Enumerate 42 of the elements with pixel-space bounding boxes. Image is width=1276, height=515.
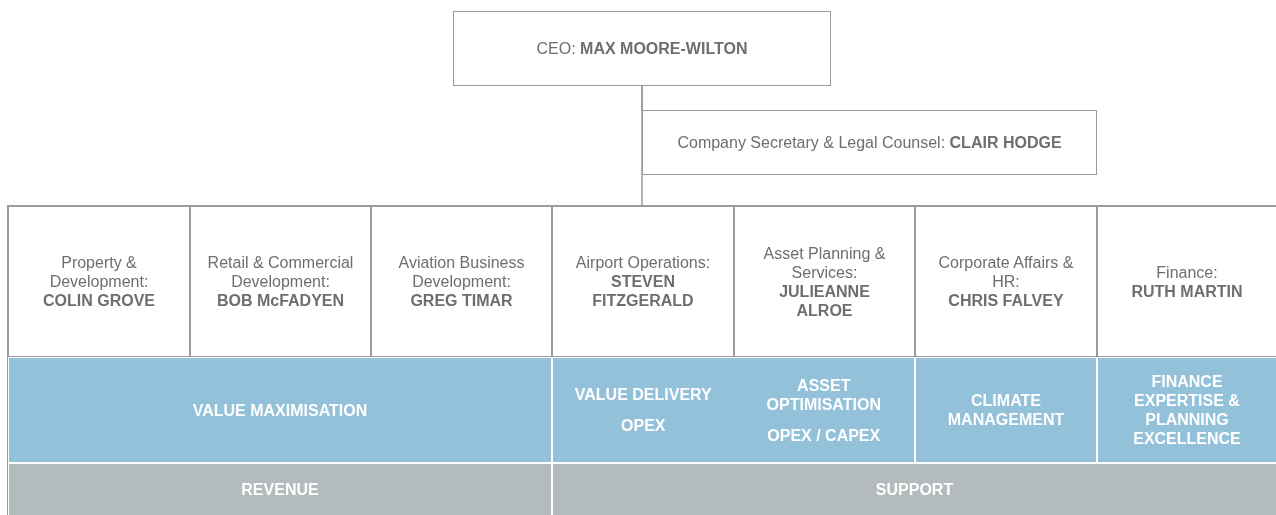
org-table-frame (7, 205, 1276, 515)
org-box (1097, 206, 1276, 357)
person-name: GREG TIMAR (409, 291, 514, 310)
person-name: JULIEANNE ALROE (778, 281, 871, 320)
person-name: COLIN GROVE (42, 291, 156, 310)
role-title: CEO: MAX MOORE-WILTON (535, 39, 749, 58)
band-label: ASSET OPTIMISATION (765, 375, 882, 414)
band-label: FINANCE EXPERTISE & PLANNING EXCELLENCE (1132, 372, 1242, 448)
connector-line (641, 85, 643, 206)
person-name: STEVEN FITZGERALD (591, 272, 695, 310)
org-box (8, 206, 190, 357)
focus-band (915, 357, 1097, 463)
role-title: Asset Planning & Services: (762, 243, 887, 282)
band-label: VALUE MAXIMISATION (191, 400, 369, 420)
cost-label: OPEX (620, 416, 667, 435)
role-title: Finance: (1155, 262, 1219, 282)
focus-band (8, 357, 552, 463)
role-title: Company Secretary & Legal Counsel: CLAIR HODGE (676, 133, 1063, 152)
org-box (453, 11, 831, 86)
category-band (8, 463, 552, 515)
role-title: Property & Development: (48, 253, 150, 291)
role-title: Corporate Affairs & HR: (937, 253, 1075, 291)
band-label: REVENUE (240, 480, 320, 499)
role-title: Aviation Business Development: (397, 253, 526, 291)
org-box (371, 206, 552, 357)
org-box (190, 206, 371, 357)
role-title: Retail & Commercial Development: (206, 253, 355, 291)
focus-band (552, 357, 915, 463)
person-name: RUTH MARTIN (1130, 281, 1244, 301)
person-name: BOB McFADYEN (215, 291, 346, 310)
person-name: CHRIS FALVEY (947, 291, 1065, 310)
band-label: CLIMATE MANAGEMENT (946, 391, 1066, 429)
category-band (552, 463, 1276, 515)
band-label: SUPPORT (874, 480, 955, 499)
org-box (642, 110, 1097, 175)
org-box (915, 206, 1097, 357)
focus-band (1097, 357, 1276, 463)
org-box (734, 206, 915, 357)
org-box (552, 206, 734, 357)
cost-label: OPEX / CAPEX (766, 425, 882, 445)
role-title: Airport Operations: (574, 253, 712, 272)
band-label: VALUE DELIVERY (573, 385, 713, 404)
